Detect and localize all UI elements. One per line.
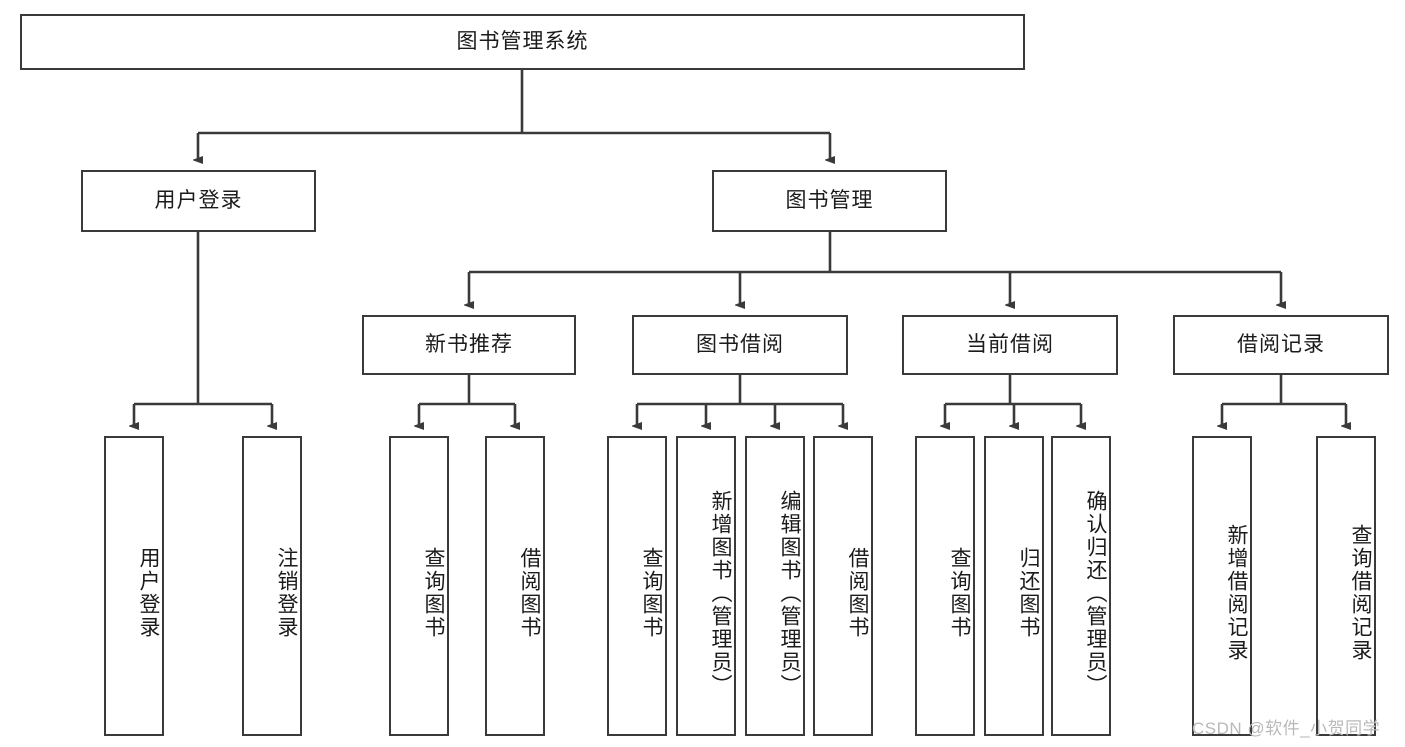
- node-borrow-record-label: 借阅记录: [1237, 333, 1325, 357]
- node-leaf-logout-label: 注销登录: [275, 547, 298, 639]
- node-leaf-add-record-label: 新增借阅记录: [1225, 524, 1248, 662]
- node-leaf-add-book[interactable]: 新增图书（管理员）: [676, 436, 736, 736]
- node-leaf-edit-book-label: 编辑图书（管理员）: [778, 489, 801, 697]
- node-new-book-rec[interactable]: 新书推荐: [362, 315, 576, 375]
- node-leaf-borrow-book-2[interactable]: 借阅图书: [813, 436, 873, 736]
- node-leaf-borrow-book-1[interactable]: 借阅图书: [485, 436, 545, 736]
- node-root[interactable]: 图书管理系统: [20, 14, 1025, 70]
- node-book-borrow[interactable]: 图书借阅: [632, 315, 848, 375]
- node-current-borrow-label: 当前借阅: [966, 333, 1054, 357]
- node-leaf-query-book-1[interactable]: 查询图书: [389, 436, 449, 736]
- node-leaf-borrow-book-2-label: 借阅图书: [846, 547, 869, 639]
- node-current-borrow[interactable]: 当前借阅: [902, 315, 1118, 375]
- node-leaf-user-login-label: 用户登录: [137, 547, 160, 639]
- node-leaf-add-book-label: 新增图书（管理员）: [709, 489, 732, 697]
- node-leaf-return-book[interactable]: 归还图书: [984, 436, 1044, 736]
- node-borrow-record[interactable]: 借阅记录: [1173, 315, 1389, 375]
- node-leaf-confirm-return[interactable]: 确认归还（管理员）: [1051, 436, 1111, 736]
- node-user-login-label: 用户登录: [154, 189, 243, 213]
- node-leaf-query-book-2[interactable]: 查询图书: [607, 436, 667, 736]
- node-leaf-query-book-3[interactable]: 查询图书: [915, 436, 975, 736]
- node-leaf-user-login[interactable]: 用户登录: [104, 436, 164, 736]
- node-leaf-query-record-label: 查询借阅记录: [1349, 524, 1372, 662]
- node-user-login[interactable]: 用户登录: [81, 170, 316, 232]
- node-leaf-query-book-3-label: 查询图书: [948, 547, 971, 639]
- node-leaf-logout[interactable]: 注销登录: [242, 436, 302, 736]
- node-leaf-query-record[interactable]: 查询借阅记录: [1316, 436, 1376, 736]
- node-book-manage[interactable]: 图书管理: [712, 170, 947, 232]
- node-leaf-borrow-book-1-label: 借阅图书: [518, 547, 541, 639]
- node-leaf-query-book-2-label: 查询图书: [640, 547, 663, 639]
- node-leaf-confirm-return-label: 确认归还（管理员）: [1084, 489, 1107, 697]
- node-leaf-add-record[interactable]: 新增借阅记录: [1192, 436, 1252, 736]
- node-leaf-edit-book[interactable]: 编辑图书（管理员）: [745, 436, 805, 736]
- csdn-watermark: CSDN @软件_小贺同学: [1192, 719, 1381, 738]
- node-book-borrow-label: 图书借阅: [696, 333, 784, 357]
- node-root-label: 图书管理系统: [456, 30, 589, 54]
- node-book-manage-label: 图书管理: [785, 189, 874, 213]
- node-leaf-query-book-1-label: 查询图书: [422, 547, 445, 639]
- node-leaf-return-book-label: 归还图书: [1017, 547, 1040, 639]
- node-new-book-rec-label: 新书推荐: [425, 333, 513, 357]
